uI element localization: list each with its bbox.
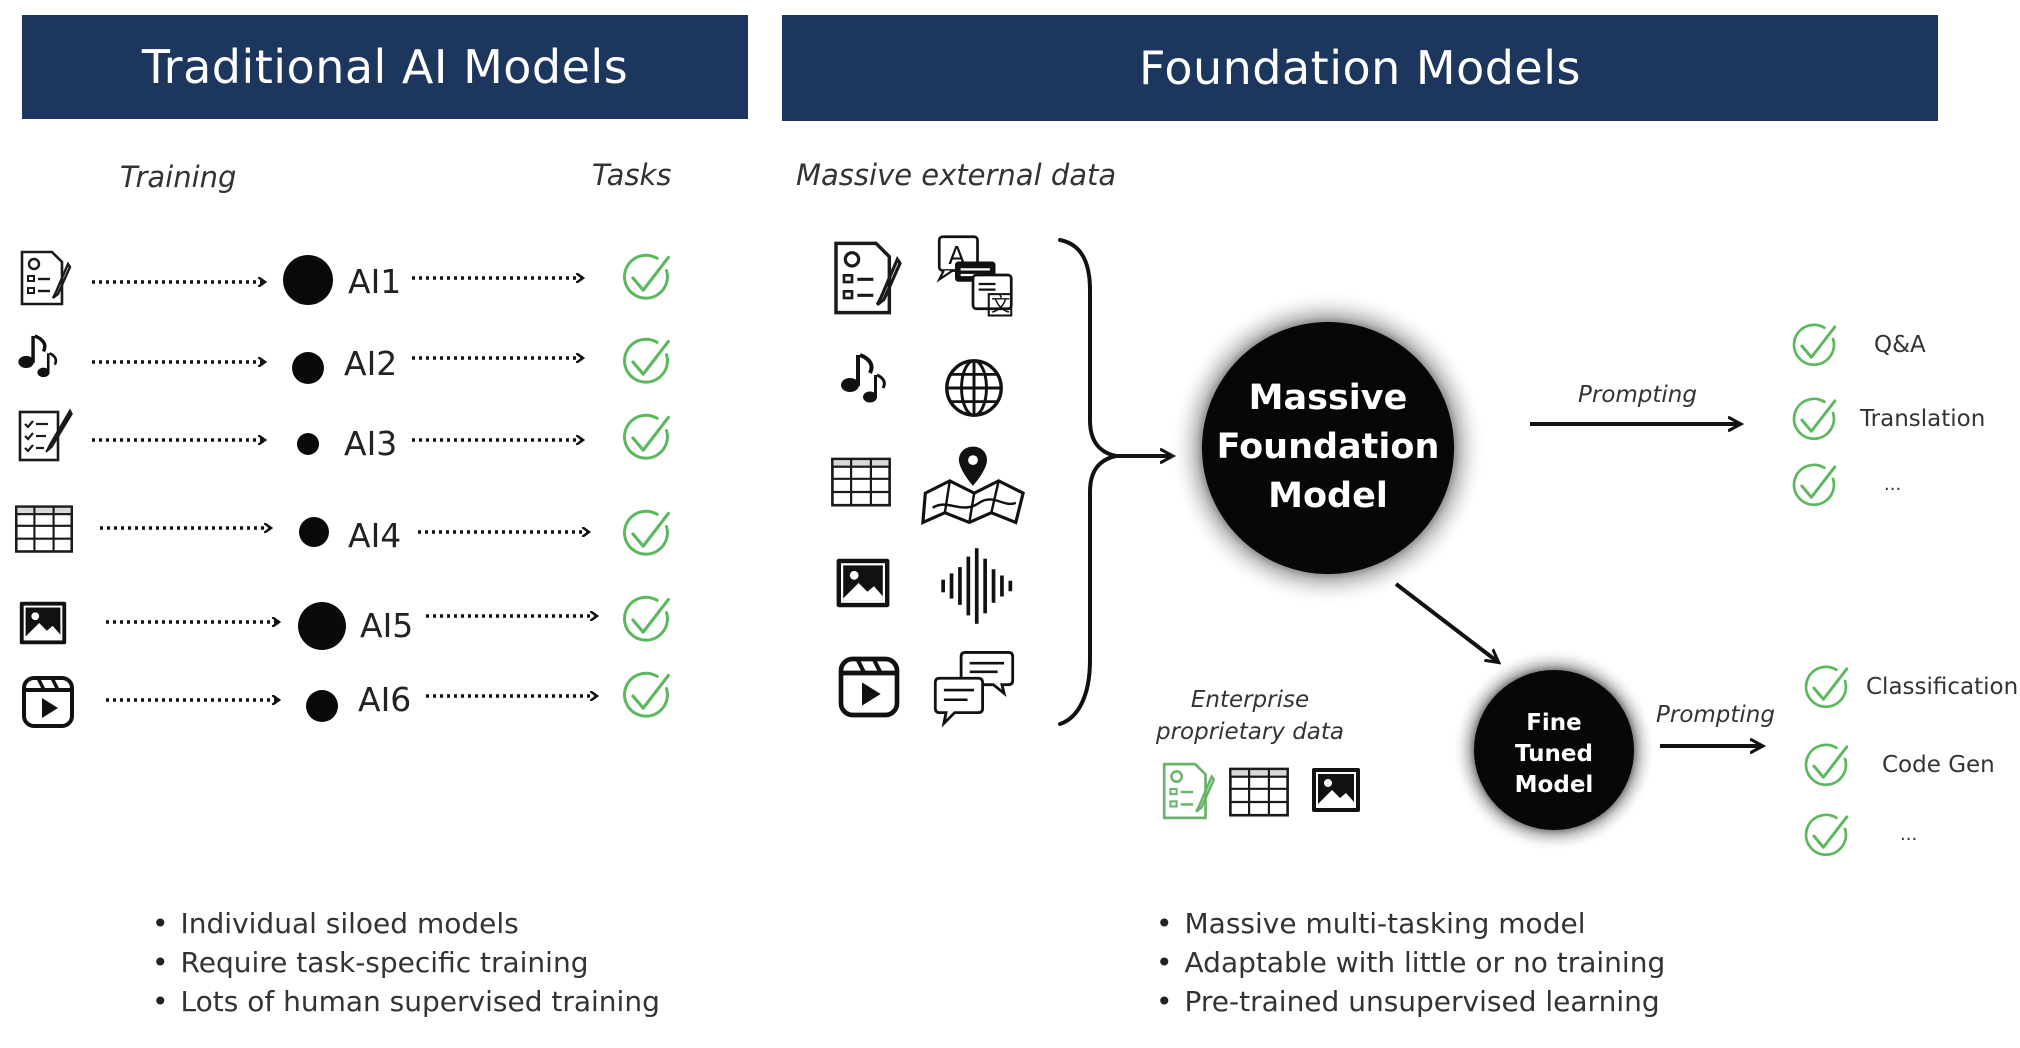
document-settings-icon bbox=[20, 250, 72, 306]
model-label-ai6: AI6 bbox=[358, 680, 412, 719]
task-classification: Classification bbox=[1866, 674, 2019, 700]
training-label: Training bbox=[120, 160, 237, 194]
globe-icon bbox=[945, 359, 1003, 417]
enterprise-label: Enterprise proprietary data bbox=[1155, 687, 1345, 745]
model-label-ai3: AI3 bbox=[344, 424, 398, 463]
check-icon bbox=[1792, 397, 1837, 441]
table-icon bbox=[1229, 767, 1289, 817]
video-icon bbox=[22, 676, 74, 728]
check-icon bbox=[1804, 813, 1849, 857]
foundation-model-label: Massive Foundation Model bbox=[1216, 378, 1440, 516]
check-icon bbox=[622, 253, 670, 300]
bullet-item: Pre-trained unsupervised learning bbox=[1156, 982, 1665, 1021]
brace bbox=[1058, 238, 1117, 726]
music-note-icon bbox=[16, 333, 58, 380]
check-icon bbox=[1804, 743, 1849, 787]
traditional-bullets: Individual siloed models Require task-sp… bbox=[152, 904, 660, 1021]
fine-tuned-model-label: Fine Tuned Model bbox=[1514, 710, 1594, 798]
table-icon bbox=[14, 505, 74, 553]
document-settings-icon bbox=[1162, 762, 1216, 820]
music-note-icon bbox=[841, 355, 884, 403]
model-dot-ai1 bbox=[283, 255, 333, 305]
model-dot-ai2 bbox=[292, 352, 324, 384]
header-title: Foundation Models bbox=[1139, 41, 1581, 95]
tasks-label: Tasks bbox=[592, 158, 672, 192]
audio-wave-icon bbox=[941, 548, 1013, 624]
document-settings-icon bbox=[834, 241, 902, 315]
image-icon bbox=[1312, 768, 1360, 812]
model-dot-ai6 bbox=[306, 690, 338, 722]
model-label-ai5: AI5 bbox=[360, 606, 414, 645]
task-qa: Q&A bbox=[1874, 332, 1926, 358]
bullet-item: Individual siloed models bbox=[152, 904, 660, 943]
map-icon bbox=[921, 445, 1025, 525]
chat-icon bbox=[933, 650, 1015, 725]
model-label-ai4: AI4 bbox=[348, 516, 402, 555]
bullet-item: Lots of human supervised training bbox=[152, 982, 660, 1021]
task-translation: Translation bbox=[1860, 406, 1986, 432]
image-icon bbox=[836, 558, 890, 608]
model-label-ai1: AI1 bbox=[348, 262, 402, 301]
check-icon bbox=[1792, 323, 1837, 367]
foundation-models-header: Foundation Models bbox=[782, 15, 1938, 121]
table-icon bbox=[831, 457, 891, 507]
task-more: ... bbox=[1884, 474, 1902, 495]
model-dot-ai3 bbox=[297, 433, 319, 455]
check-icon bbox=[622, 337, 670, 384]
bullet-item: Adaptable with little or no training bbox=[1156, 943, 1666, 982]
prompting-label: Prompting bbox=[1656, 702, 1775, 728]
traditional-models-header: Traditional AI Models bbox=[22, 15, 748, 119]
image-icon bbox=[19, 601, 67, 645]
bullet-item: Require task-specific training bbox=[152, 943, 660, 982]
model-dot-ai4 bbox=[299, 517, 329, 547]
model-label-ai2: AI2 bbox=[344, 344, 398, 383]
check-icon bbox=[1792, 463, 1837, 507]
prompting-label: Prompting bbox=[1578, 382, 1697, 408]
check-icon bbox=[622, 413, 670, 460]
task-more: ... bbox=[1900, 824, 1918, 845]
bullet-item: Massive multi-tasking model bbox=[1156, 904, 1665, 943]
external-data-label: Massive external data bbox=[796, 158, 1117, 192]
check-icon bbox=[622, 671, 670, 718]
translate-icon bbox=[937, 235, 1013, 318]
foundation-bullets: Massive multi-tasking model Adaptable wi… bbox=[1156, 904, 1666, 1021]
header-title: Traditional AI Models bbox=[141, 40, 629, 94]
model-dot-ai5 bbox=[298, 602, 346, 650]
check-icon bbox=[622, 595, 670, 642]
check-icon bbox=[1804, 665, 1849, 709]
video-icon bbox=[841, 659, 897, 715]
fine-tune-arrow bbox=[1394, 582, 1498, 662]
checklist-icon bbox=[18, 408, 74, 462]
check-icon bbox=[622, 509, 670, 556]
task-code-gen: Code Gen bbox=[1882, 752, 1995, 778]
